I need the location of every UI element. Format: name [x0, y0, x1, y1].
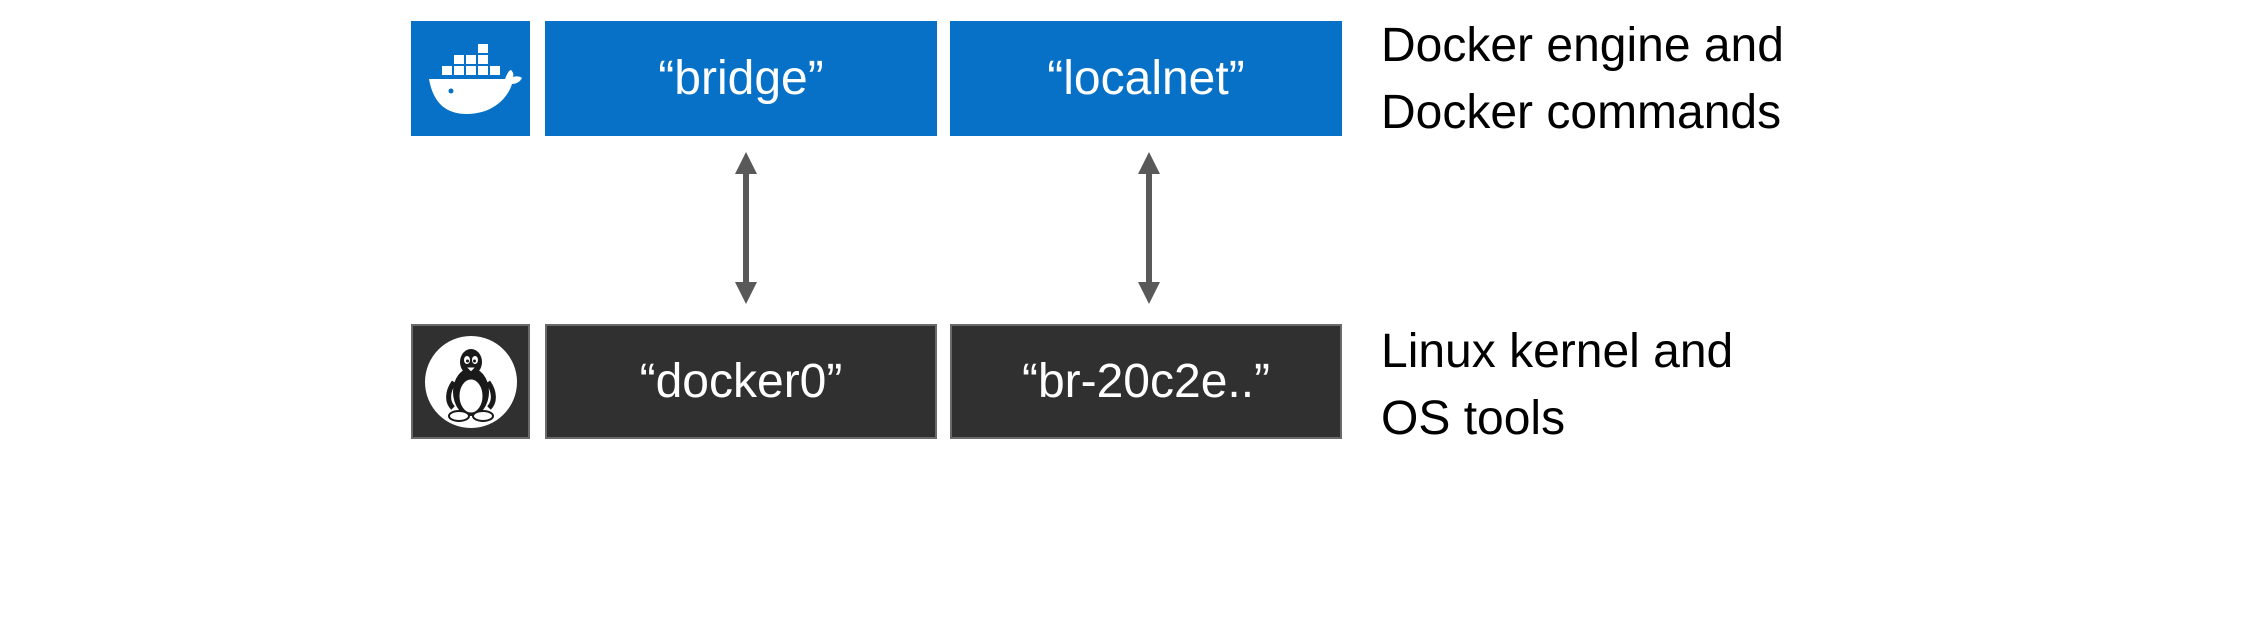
docker-logo — [411, 21, 530, 136]
docker-layer-description: Docker engine and Docker commands — [1381, 12, 1784, 146]
description-line: Docker commands — [1381, 86, 1782, 139]
linux-tux-icon — [424, 335, 517, 428]
linux-logo — [411, 324, 530, 439]
interface-label: “docker0” — [639, 355, 843, 408]
docker-network-bridge: “bridge” — [545, 21, 937, 136]
network-label: “localnet” — [1047, 52, 1245, 105]
description-line: Linux kernel and — [1381, 325, 1734, 378]
description-line: OS tools — [1381, 392, 1566, 445]
linux-interface-br-20c2e: “br-20c2e..” — [950, 324, 1342, 439]
double-headed-arrow-icon — [735, 152, 757, 304]
network-label: “bridge” — [658, 52, 824, 105]
docker-network-localnet: “localnet” — [950, 21, 1342, 136]
linux-layer-description: Linux kernel and OS tools — [1381, 318, 1733, 452]
interface-label: “br-20c2e..” — [1021, 355, 1271, 408]
linux-interface-docker0: “docker0” — [545, 324, 937, 439]
description-line: Docker engine and — [1381, 19, 1784, 72]
docker-whale-icon — [428, 43, 522, 114]
double-headed-arrow-icon — [1138, 152, 1160, 304]
